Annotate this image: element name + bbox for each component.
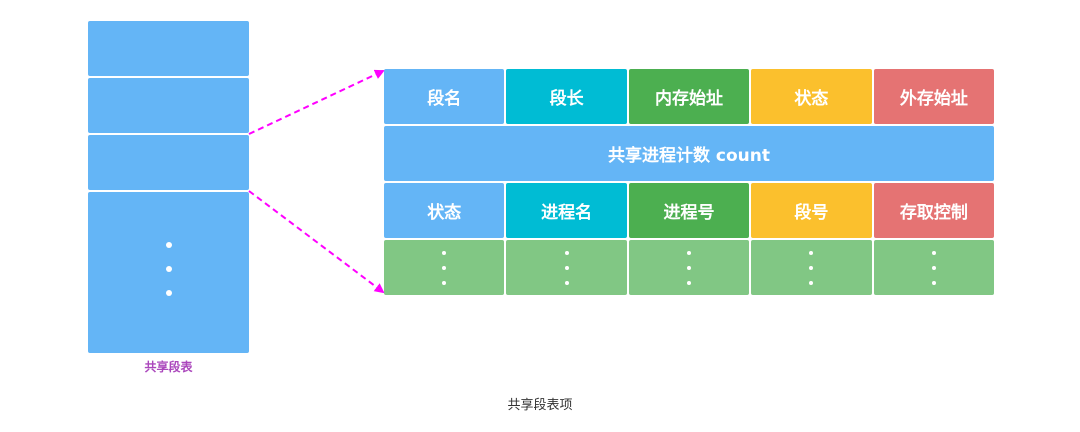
ellipsis-icon (751, 240, 872, 295)
segment-table-row-selected (88, 135, 249, 190)
field-status: 状态 (751, 69, 872, 124)
field-access-control: 存取控制 (873, 183, 995, 238)
ellipsis-icon (384, 240, 505, 295)
ellipsis-icon (873, 240, 995, 295)
arrow-bottom (248, 190, 385, 294)
diagram-caption: 共享段表项 (507, 398, 573, 413)
ellipsis-icon (88, 242, 249, 314)
field-process-id: 进程号 (628, 183, 750, 238)
field-process-name: 进程名 (506, 183, 627, 238)
field-external-start-address: 外存始址 (873, 69, 995, 124)
field-segment-length: 段长 (506, 69, 627, 124)
segment-table-row (88, 78, 249, 133)
shared-segment-table (88, 21, 249, 355)
entry-continuation-row (384, 240, 995, 295)
segment-table-row-more (88, 192, 249, 353)
field-segment-number: 段号 (751, 183, 872, 238)
field-segment-name: 段名 (384, 69, 505, 124)
shared-segment-entry: 段名 段长 内存始址 状态 外存始址 共享进程计数 count 状态 进程名 进… (384, 69, 995, 297)
entry-header-row: 段名 段长 内存始址 状态 外存始址 (384, 69, 995, 124)
ellipsis-icon (628, 240, 750, 295)
segment-table-caption: 共享段表 (144, 360, 193, 374)
entry-process-row: 状态 进程名 进程号 段号 存取控制 (384, 183, 995, 238)
field-memory-start-address: 内存始址 (628, 69, 750, 124)
ellipsis-icon (506, 240, 627, 295)
arrow-top (248, 69, 385, 135)
field-shared-process-count: 共享进程计数 count (384, 126, 994, 181)
segment-table-row (88, 21, 249, 76)
field-process-status: 状态 (384, 183, 505, 238)
entry-count-row: 共享进程计数 count (384, 126, 994, 181)
